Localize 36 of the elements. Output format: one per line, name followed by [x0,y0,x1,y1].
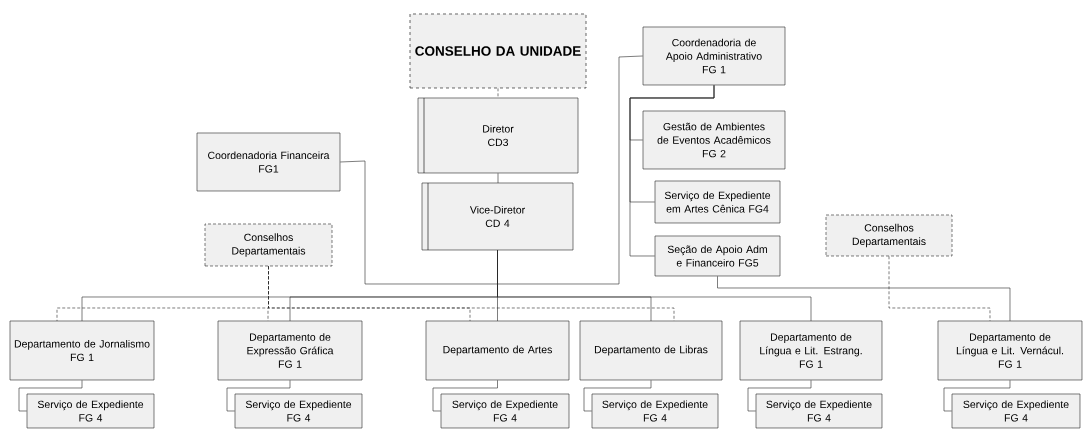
connector-line [432,380,498,412]
connector-line [497,173,499,184]
unit-box: Departamento de Artes [425,320,570,381]
council-box: Conselhos Departamentais [825,214,953,257]
connector-line [629,85,715,257]
unit-box: Serviço de Expediente FG 4 [755,393,883,429]
unit-box: Serviço de Expediente FG 4 [26,393,155,429]
connector-line [226,380,291,412]
unit-box: Coordenadoria de Apoio Administrativo FG 1 [642,26,786,86]
connector-line [497,250,812,322]
unit-box: Serviço de Expediente em Artes Cênica FG4 [654,180,781,224]
unit-box: Departamento de Libras [579,320,723,381]
unit-box: Departamento de Língua e Lit. Estrang. FG 1 [739,320,883,381]
connector-line [888,256,991,322]
connector-line [747,380,812,412]
connector-line [340,55,643,285]
connector-line [583,380,652,412]
council-box: CONSELHO DA UNIDADE [409,13,587,89]
connector-line [18,380,83,412]
officer-box: Diretor CD3 [417,97,579,174]
unit-box: Seção de Apoio Adm e Financeiro FG5 [654,235,781,277]
unit-box: Departamento de Expressão Gráfica FG 1 [217,320,363,381]
connector-line [268,266,675,322]
unit-box: Gestão de Ambientes de Eventos Acadêmicos FG 2 [642,110,786,170]
officer-box: Vice-Diretor CD 4 [421,182,574,251]
unit-box: Coordenadoria Financeira FG1 [196,132,341,192]
unit-box: Departamento de Língua e Lit. Vernácul. FG 1 [937,320,1083,381]
unit-box: Serviço de Expediente FG 4 [951,393,1081,429]
connector-line [497,88,499,99]
connector-line [943,380,1011,412]
unit-box: Serviço de Expediente FG 4 [440,393,570,429]
connector-line [717,276,1011,322]
unit-box: Departamento de Jornalismo FG 1 [9,320,155,381]
unit-box: Serviço de Expediente FG 4 [234,393,363,429]
unit-box: Serviço de Expediente FG 4 [591,393,719,429]
council-box: Conselhos Departamentais [204,223,333,267]
